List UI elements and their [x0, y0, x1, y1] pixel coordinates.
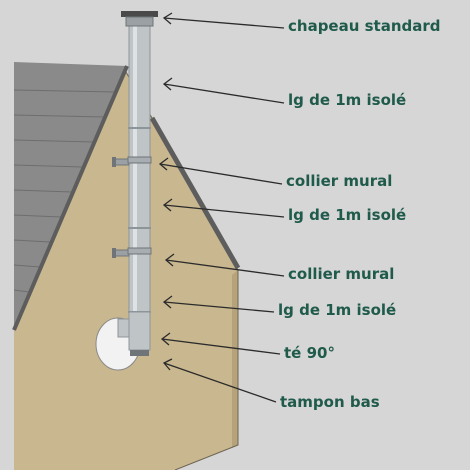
arrow-te-head [160, 332, 171, 346]
roof-shingles [13, 89, 117, 293]
arrow-lg2 [163, 204, 285, 218]
wall-bracket-lower [112, 247, 152, 258]
label-tampon-bas: tampon bas [280, 393, 380, 411]
roof-edge [12, 65, 129, 331]
label-lg-1m-isole-top: lg de 1m isolé [288, 91, 407, 109]
bottom-plug [130, 350, 149, 356]
arrow-lg3 [163, 301, 275, 313]
arrow-lg1-head [162, 77, 173, 91]
wall-bracket-upper [112, 156, 152, 167]
arrow-lg3-head [162, 295, 173, 309]
arrow-tampon [163, 362, 277, 403]
wall-side-shadow [232, 270, 238, 448]
label-lg-1m-isole-middle: lg de 1m isolé [288, 206, 407, 224]
label-collier-mural-lower: collier mural [288, 265, 395, 283]
roof-edge-right [149, 116, 241, 270]
label-lg-1m-isole-bottom: lg de 1m isolé [278, 301, 397, 319]
pipe-highlight [133, 26, 137, 350]
arrow-tampon-head [162, 358, 173, 371]
arrow-collier1 [159, 163, 283, 185]
tee-body [128, 311, 151, 351]
arrow-collier2 [165, 259, 285, 277]
label-collier-mural-upper: collier mural [286, 172, 393, 190]
chimney-pipe [128, 25, 151, 351]
arrow-lg1 [163, 83, 285, 104]
label-chapeau-standard: chapeau standard [288, 17, 441, 35]
arrow-lg2-head [162, 198, 173, 212]
cap-top [121, 11, 158, 17]
arrow-te [161, 338, 281, 355]
arrow-chapeau-head [162, 12, 173, 25]
label-te-90: té 90° [284, 344, 335, 362]
callout-arrows [158, 12, 285, 403]
cap-body [125, 16, 154, 27]
arrow-collier1-head [158, 157, 169, 171]
arrow-collier2-head [164, 253, 175, 267]
arrow-chapeau [163, 17, 285, 29]
